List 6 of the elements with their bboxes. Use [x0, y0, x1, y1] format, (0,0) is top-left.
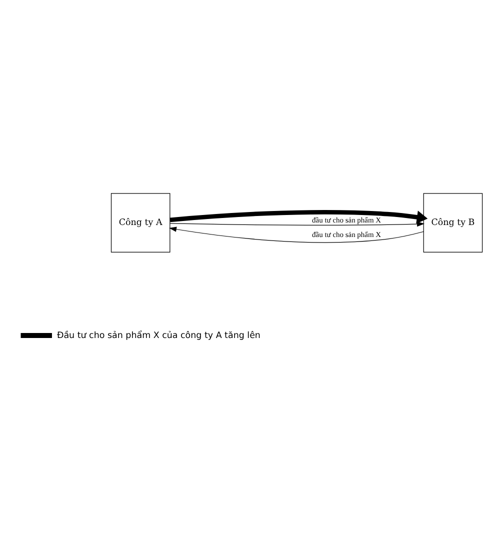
- node-box: Công ty A: [110, 193, 170, 252]
- node-box: Công ty B: [423, 193, 483, 252]
- arrow: [170, 210, 428, 224]
- legend-label: Đầu tư cho sản phẩm X của công ty A tăng lên: [56, 330, 260, 341]
- arrow: [169, 226, 424, 243]
- arrow: [170, 221, 425, 227]
